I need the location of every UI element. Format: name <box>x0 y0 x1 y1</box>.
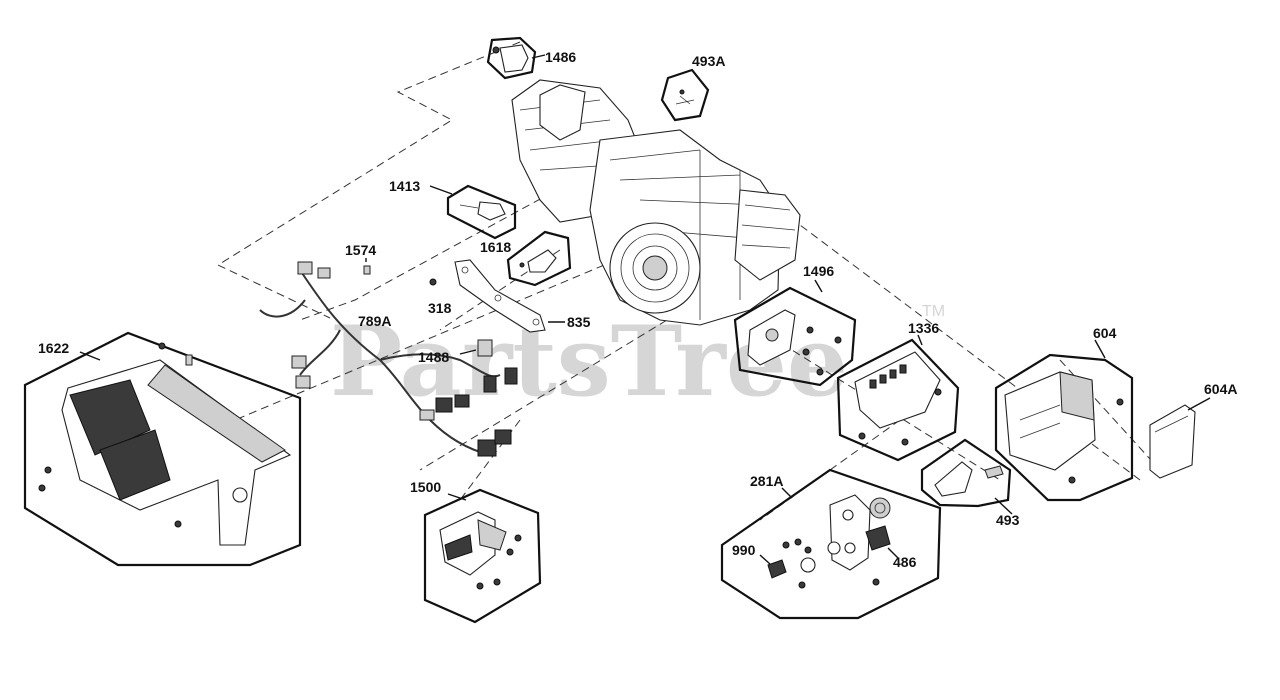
callout-486[interactable]: 486 <box>893 554 917 570</box>
part-1618[interactable]: 1618 <box>480 230 572 287</box>
callout-1618[interactable]: 1618 <box>480 239 511 255</box>
callout-990[interactable]: 990 <box>732 542 756 558</box>
engine-assembly[interactable] <box>511 79 801 326</box>
callout-1336[interactable]: 1336 <box>908 320 939 336</box>
part-1336[interactable]: 1336 <box>836 320 960 462</box>
part-990[interactable]: 990 <box>732 542 787 579</box>
part-493[interactable]: 493 <box>920 438 1020 528</box>
callout-1413[interactable]: 1413 <box>389 178 420 194</box>
part-1488[interactable]: 1488 <box>418 339 493 365</box>
callout-493A[interactable]: 493A <box>692 53 725 69</box>
callout-789A[interactable]: 789A <box>358 313 391 329</box>
part-493A[interactable]: 493A <box>660 53 725 122</box>
part-604A[interactable]: 604A <box>1149 381 1237 479</box>
callout-1622[interactable]: 1622 <box>38 340 69 356</box>
part-1486[interactable]: 1486 <box>486 36 576 80</box>
part-604[interactable]: 604 <box>994 325 1134 502</box>
part-1500[interactable]: 1500 <box>410 479 542 624</box>
callout-318[interactable]: 318 <box>428 300 452 316</box>
callout-1488[interactable]: 1488 <box>418 349 449 365</box>
part-1496[interactable]: 1496 <box>733 263 857 387</box>
callout-604A[interactable]: 604A <box>1204 381 1237 397</box>
callout-493[interactable]: 493 <box>996 512 1020 528</box>
part-1574[interactable]: 1574 <box>345 242 376 275</box>
part-789A-wiring-harness[interactable]: 789A <box>259 261 518 457</box>
callout-1500[interactable]: 1500 <box>410 479 441 495</box>
part-318[interactable]: 318 <box>428 278 452 316</box>
callout-1574[interactable]: 1574 <box>345 242 376 258</box>
callout-281A[interactable]: 281A <box>750 473 783 489</box>
watermark-trademark: TM <box>922 303 945 320</box>
callout-1496[interactable]: 1496 <box>803 263 834 279</box>
part-1622-cover[interactable]: 1622 <box>23 331 302 567</box>
callout-1486[interactable]: 1486 <box>545 49 576 65</box>
part-835[interactable]: 835 <box>454 259 591 333</box>
part-486[interactable]: 486 <box>865 525 917 570</box>
callout-604[interactable]: 604 <box>1093 325 1117 341</box>
part-281A[interactable]: 281A <box>720 468 942 620</box>
callout-835[interactable]: 835 <box>567 314 591 330</box>
part-1413[interactable]: 1413 <box>389 178 517 240</box>
